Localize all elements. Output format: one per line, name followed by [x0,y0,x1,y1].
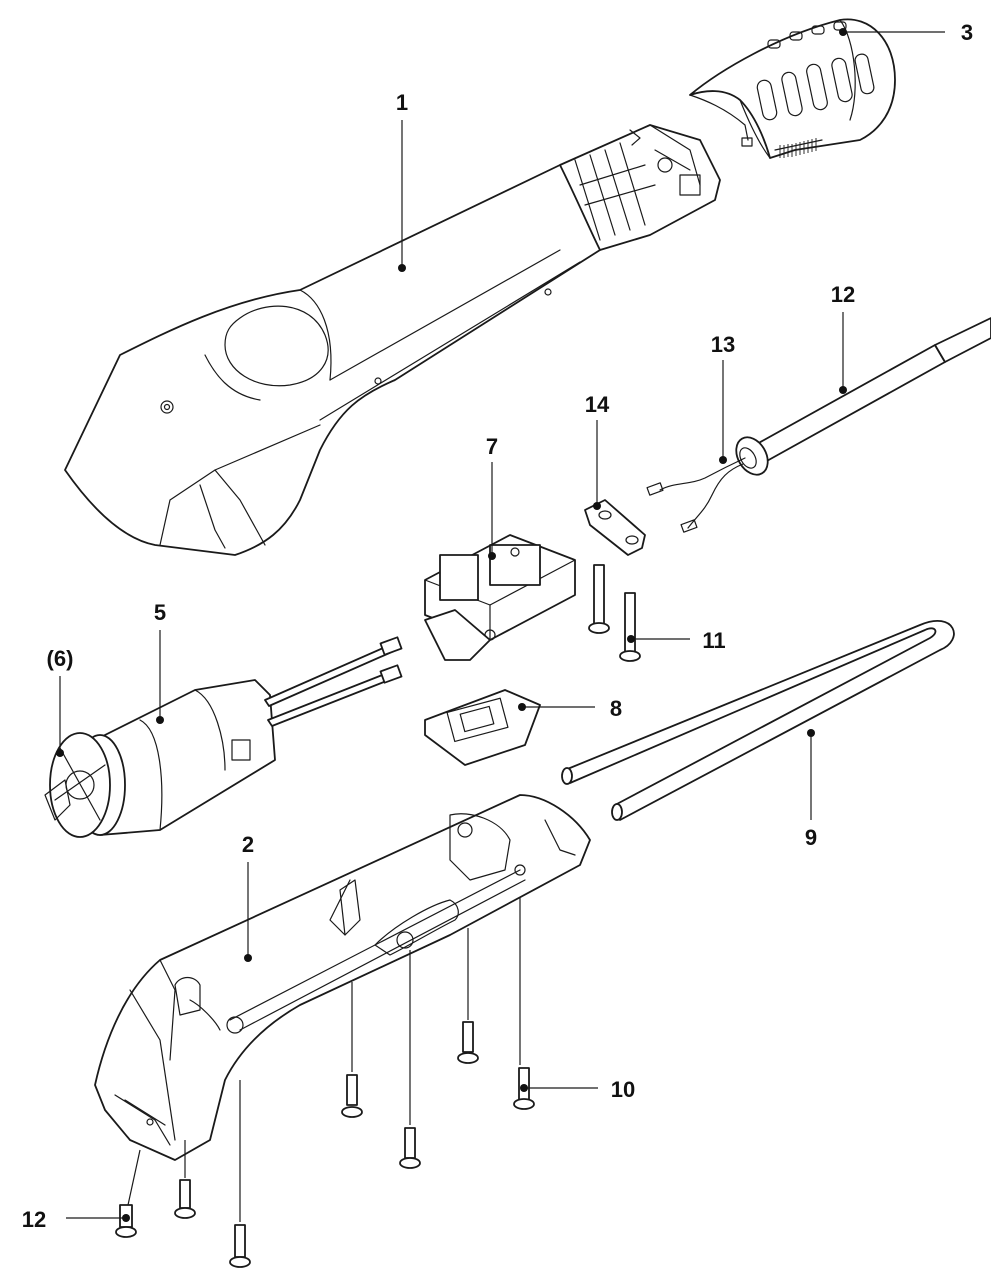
callout-2: 2 [242,832,254,962]
callout-label: 7 [486,434,498,459]
switch-cover-part [424,689,541,766]
callout-14: 13 [711,332,735,464]
callout-12: 12 [22,1207,130,1232]
callout-label: 13 [711,332,735,357]
clamp-screws-part [588,564,641,662]
callout-13: 12 [831,282,855,394]
housing-screws-part [341,1021,535,1169]
callout-6: (6) [47,646,74,757]
callout-label: 9 [805,825,817,850]
callout-label: 11 [702,628,725,653]
callout-label: 8 [610,696,622,721]
callout-label: 1 [396,90,408,115]
callout-label: 14 [585,392,610,417]
wire-leads-part [646,457,746,533]
callout-label: 12 [831,282,855,307]
callout-7: 7 [486,434,498,560]
callout-label: 10 [611,1077,635,1102]
callout-9: 9 [805,729,817,850]
callout-label: 3 [961,20,973,45]
cable-clamp-part [584,499,646,556]
motor-part [74,636,403,836]
callout-10: 10 [520,1077,635,1102]
callout-leader-housing-a [127,898,521,1222]
callout-11: 11 [627,628,726,653]
lower-screws-part [115,1179,251,1268]
heating-element-part [561,619,955,821]
power-cable-part [735,317,991,476]
callout-label: 2 [242,832,254,857]
callout-3: 3 [839,20,973,45]
upper-housing-part [64,124,721,556]
switch-board-part [424,534,576,661]
lower-housing-part [94,794,591,1161]
callout-label: 5 [154,600,166,625]
callout-8: 8 [518,696,622,721]
nozzle-cover-part [689,18,896,159]
fan-part [44,732,111,838]
callout-1: 1 [396,90,408,272]
callout-label-12: 12 [22,1207,46,1232]
callout-5: 5 [154,600,166,724]
callout-label: (6) [47,646,74,671]
callout-15: 14 [585,392,610,510]
